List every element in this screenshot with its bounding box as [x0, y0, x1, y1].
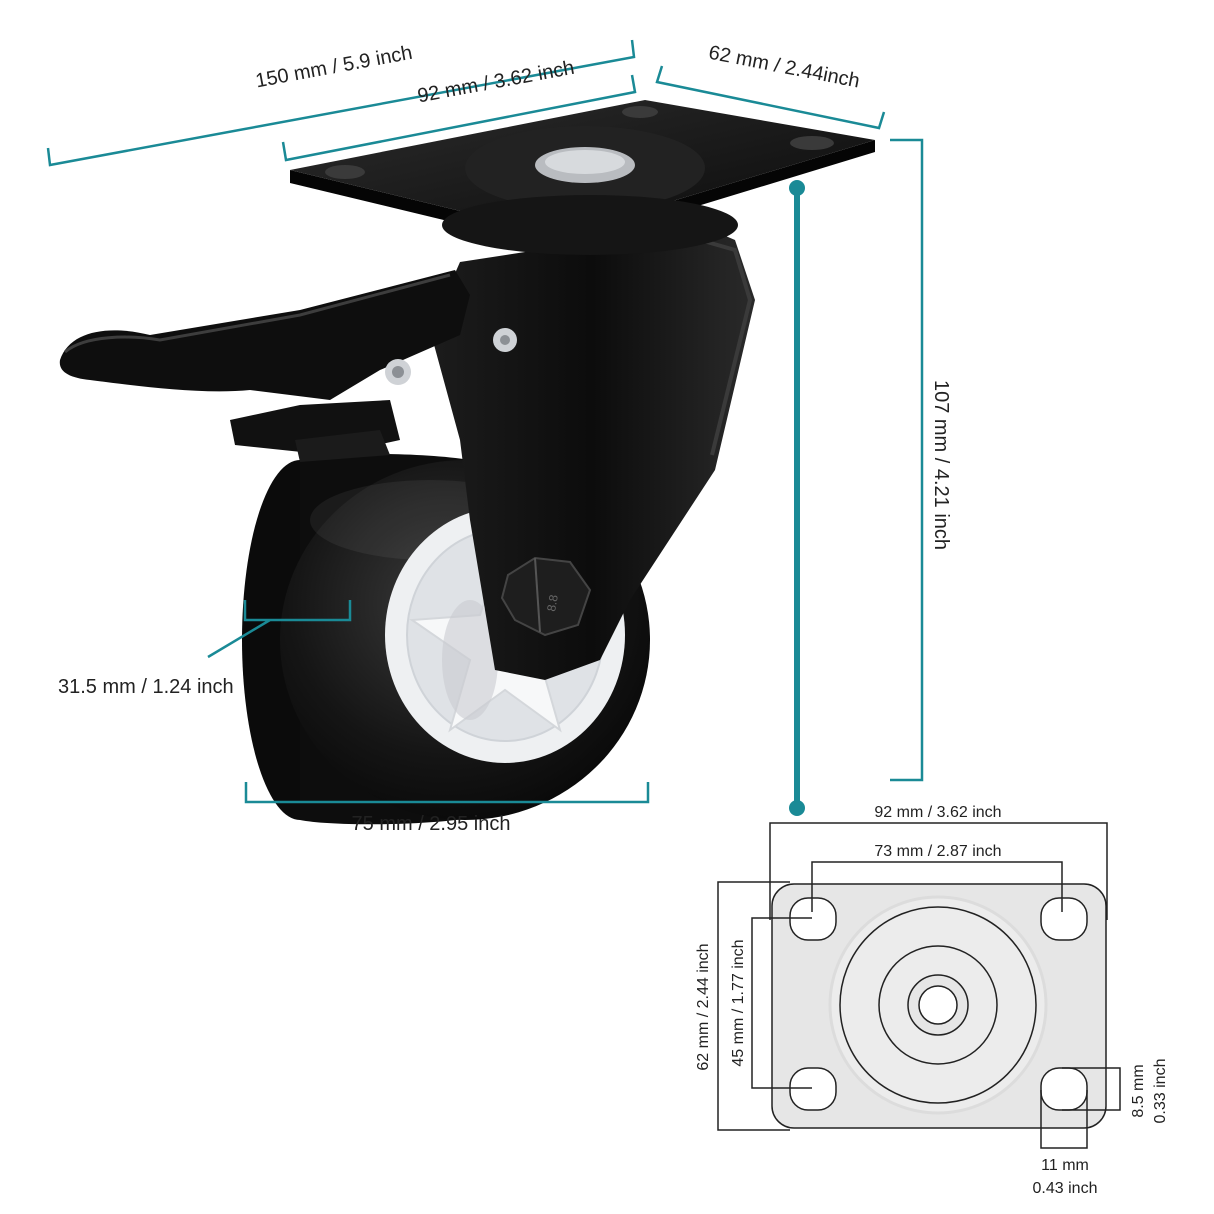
- label-plate-length-2: 92 mm / 3.62 inch: [874, 804, 1001, 821]
- plate-hole-left: [325, 165, 365, 179]
- dim-line-plate-width: [655, 65, 886, 130]
- dim-slot-height: [1062, 1067, 1121, 1111]
- label-plate-width: 62 mm / 2.44inch: [707, 42, 862, 93]
- plate-dimension-lines: [717, 822, 1121, 1149]
- plate-circle-ring: [839, 906, 1037, 1104]
- mounting-plate-view: [771, 883, 1107, 1129]
- rivets: [385, 328, 517, 385]
- connector-dot-bottom: [789, 800, 805, 816]
- dim-plate-width: [717, 881, 790, 1131]
- dim-slot-width: [1040, 1090, 1088, 1149]
- dim-line-wheel-diameter: [244, 782, 650, 804]
- connector-dot-top: [789, 180, 805, 196]
- axle-marking: 8.8: [544, 593, 561, 612]
- plate-circle-mid: [878, 945, 998, 1065]
- label-hole-spacing-width: 45 mm / 1.77 inch: [730, 939, 747, 1066]
- label-total-height: 107 mm / 4.21 inch: [930, 380, 952, 550]
- label-plate-length: 92 mm / 3.62 inch: [416, 57, 576, 108]
- slot-top-left: [789, 897, 837, 941]
- brake-pedal-top: [64, 273, 451, 354]
- view-connector: [789, 180, 805, 816]
- dim-line-plate-length: [281, 74, 637, 162]
- slot-bottom-right: [1040, 1067, 1088, 1111]
- label-wheel-diameter: 75 mm / 2.95 inch: [352, 813, 511, 835]
- axle-nut: 8.8: [500, 556, 592, 637]
- label-slot-width-mm: 11 mm: [1041, 1157, 1089, 1174]
- caster-dimension-lines: [46, 39, 924, 804]
- label-plate-width-2: 62 mm / 2.44 inch: [695, 943, 712, 1070]
- label-slot-width-inch: 0.43 inch: [1033, 1180, 1098, 1197]
- plate-hole-right: [790, 136, 834, 150]
- brake-shoe: [295, 430, 390, 462]
- nut-hex: [500, 556, 592, 637]
- label-overall-length: 150 mm / 5.9 inch: [254, 42, 414, 93]
- plate-hole-back: [622, 106, 658, 118]
- caster-illustration: 8.8: [59, 100, 875, 825]
- dim-line-total-height: [890, 138, 924, 782]
- label-wheel-width: 31.5 mm / 1.24 inch: [58, 676, 234, 698]
- brake-pedal: [59, 270, 470, 400]
- brake-lever: [59, 270, 470, 462]
- dim-hole-spacing-width: [751, 917, 812, 1089]
- swivel-bearing: [442, 195, 738, 255]
- dim-plate-length: [769, 822, 1108, 920]
- hub-shadow: [442, 600, 498, 720]
- label-slot-height-mm: 8.5 mm: [1130, 1064, 1147, 1117]
- fork-edge-highlight: [699, 238, 753, 456]
- dim-line-wheel-width: [207, 600, 352, 659]
- label-hole-spacing-length: 73 mm / 2.87 inch: [874, 843, 1001, 860]
- slot-bottom-left: [789, 1067, 837, 1111]
- dim-line-overall-length: [46, 39, 636, 167]
- label-slot-height-inch: 0.33 inch: [1152, 1059, 1169, 1124]
- slot-top-right: [1040, 897, 1088, 941]
- kingpin-inner: [918, 985, 958, 1025]
- dim-hole-spacing-length: [811, 861, 1063, 912]
